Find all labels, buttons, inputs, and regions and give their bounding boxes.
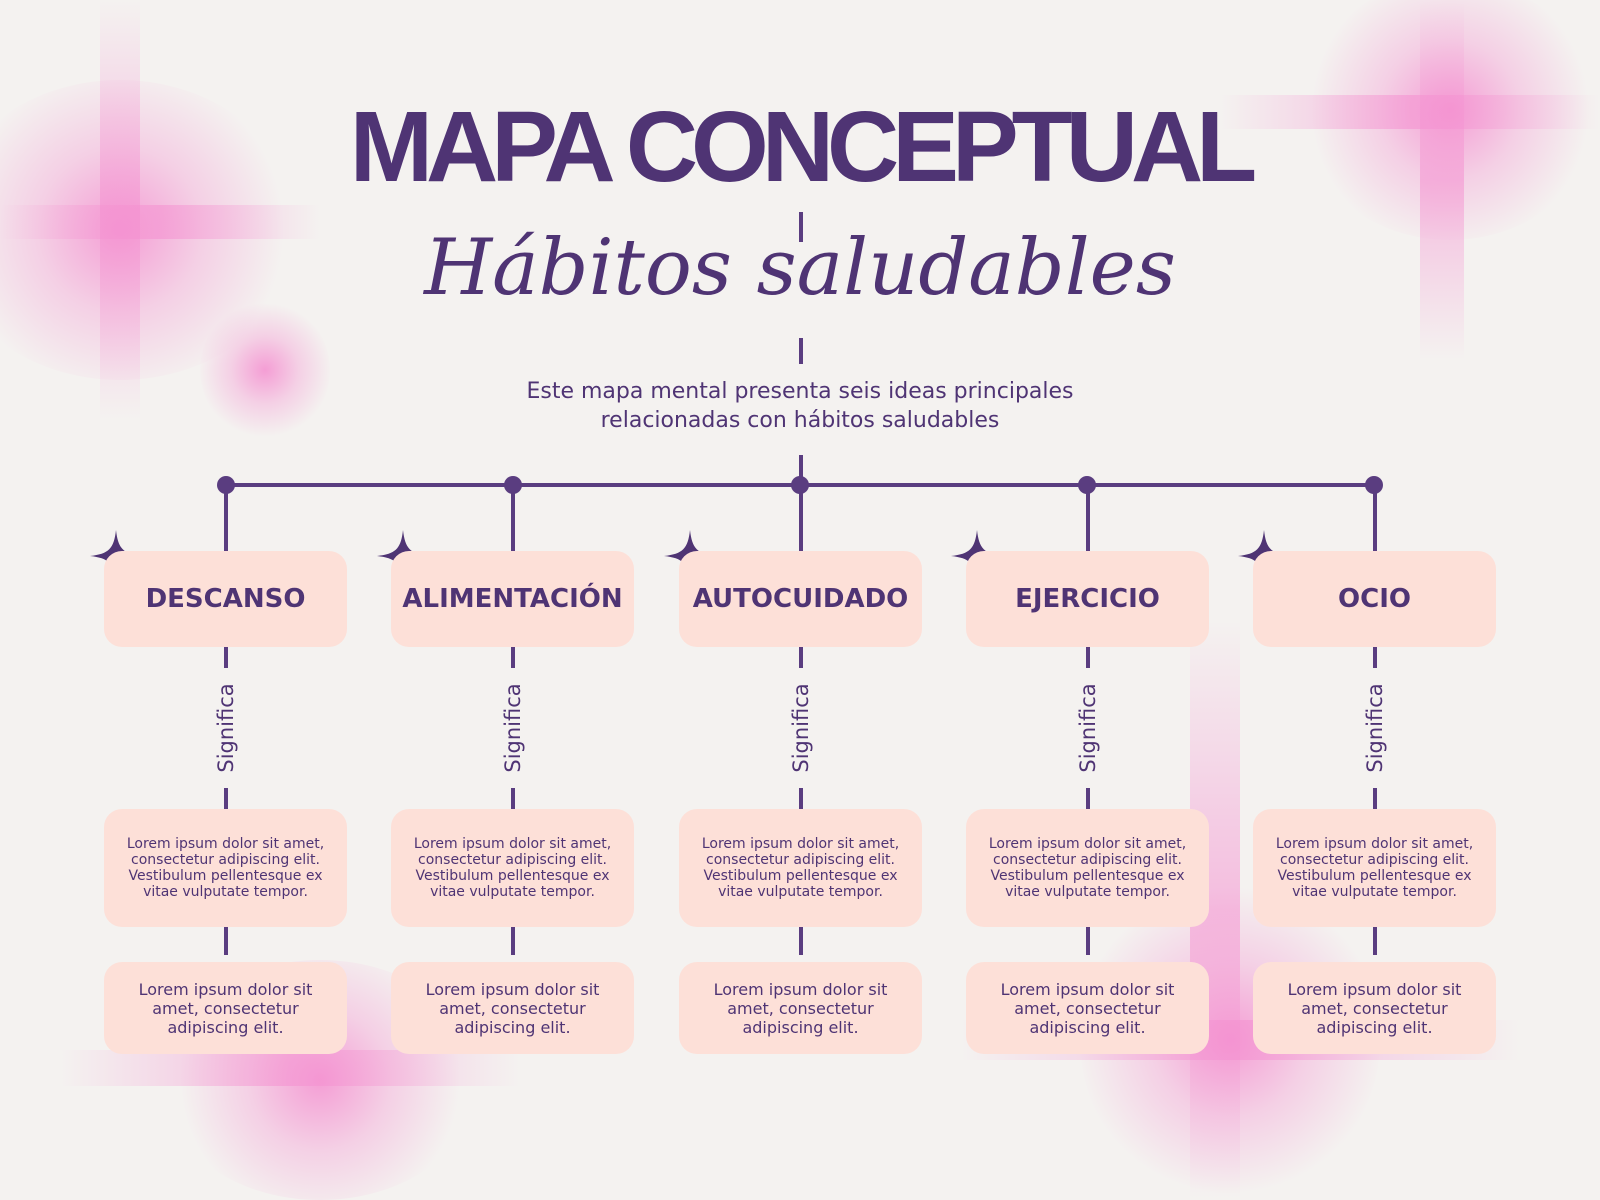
branch-category-box: OCIO xyxy=(1253,551,1496,647)
branch-detail-box: Lorem ipsum dolor sit amet, consectetur … xyxy=(966,809,1209,927)
description-line-1: Este mapa mental presenta seis ideas pri… xyxy=(526,379,1074,404)
branch-detail-box: Lorem ipsum dolor sit amet, consectetur … xyxy=(104,809,347,927)
pink-glow-small xyxy=(200,300,330,440)
central-dash-1 xyxy=(799,212,803,242)
connector-label-significa: Significa xyxy=(500,668,526,788)
description-line-2: relacionadas con hábitos saludables xyxy=(600,408,1000,433)
branch-detail-box: Lorem ipsum dolor sit amet, consectetur … xyxy=(1253,809,1496,927)
pink-glow-top-right-beam-h xyxy=(1220,95,1600,129)
branch-category-box: EJERCICIO xyxy=(966,551,1209,647)
branch-summary-box: Lorem ipsum dolor sit amet, consectetur … xyxy=(679,962,922,1054)
branch-category-box: ALIMENTACIÓN xyxy=(391,551,634,647)
branch-category-box: AUTOCUIDADO xyxy=(679,551,922,647)
pink-glow-left-beam-h xyxy=(0,205,320,239)
connector-label-significa: Significa xyxy=(213,668,239,788)
branch-detail-box: Lorem ipsum dolor sit amet, consectetur … xyxy=(679,809,922,927)
central-dash-2 xyxy=(799,338,803,364)
branch-summary-box: Lorem ipsum dolor sit amet, consectetur … xyxy=(391,962,634,1054)
page-title: MAPA CONCEPTUAL xyxy=(349,91,1258,203)
connector-label-significa: Significa xyxy=(1075,668,1101,788)
branch-category-box: DESCANSO xyxy=(104,551,347,647)
branch-summary-box: Lorem ipsum dolor sit amet, consectetur … xyxy=(966,962,1209,1054)
connector-label-significa: Significa xyxy=(788,668,814,788)
pink-glow-bottom-left-beam-h xyxy=(60,1050,520,1086)
branch-summary-box: Lorem ipsum dolor sit amet, consectetur … xyxy=(104,962,347,1054)
map-description: Este mapa mental presenta seis ideas pri… xyxy=(400,377,1200,435)
pink-glow-top-right-beam xyxy=(1420,0,1464,360)
branch-summary-box: Lorem ipsum dolor sit amet, consectetur … xyxy=(1253,962,1496,1054)
branch-detail-box: Lorem ipsum dolor sit amet, consectetur … xyxy=(391,809,634,927)
connector-label-significa: Significa xyxy=(1362,668,1388,788)
